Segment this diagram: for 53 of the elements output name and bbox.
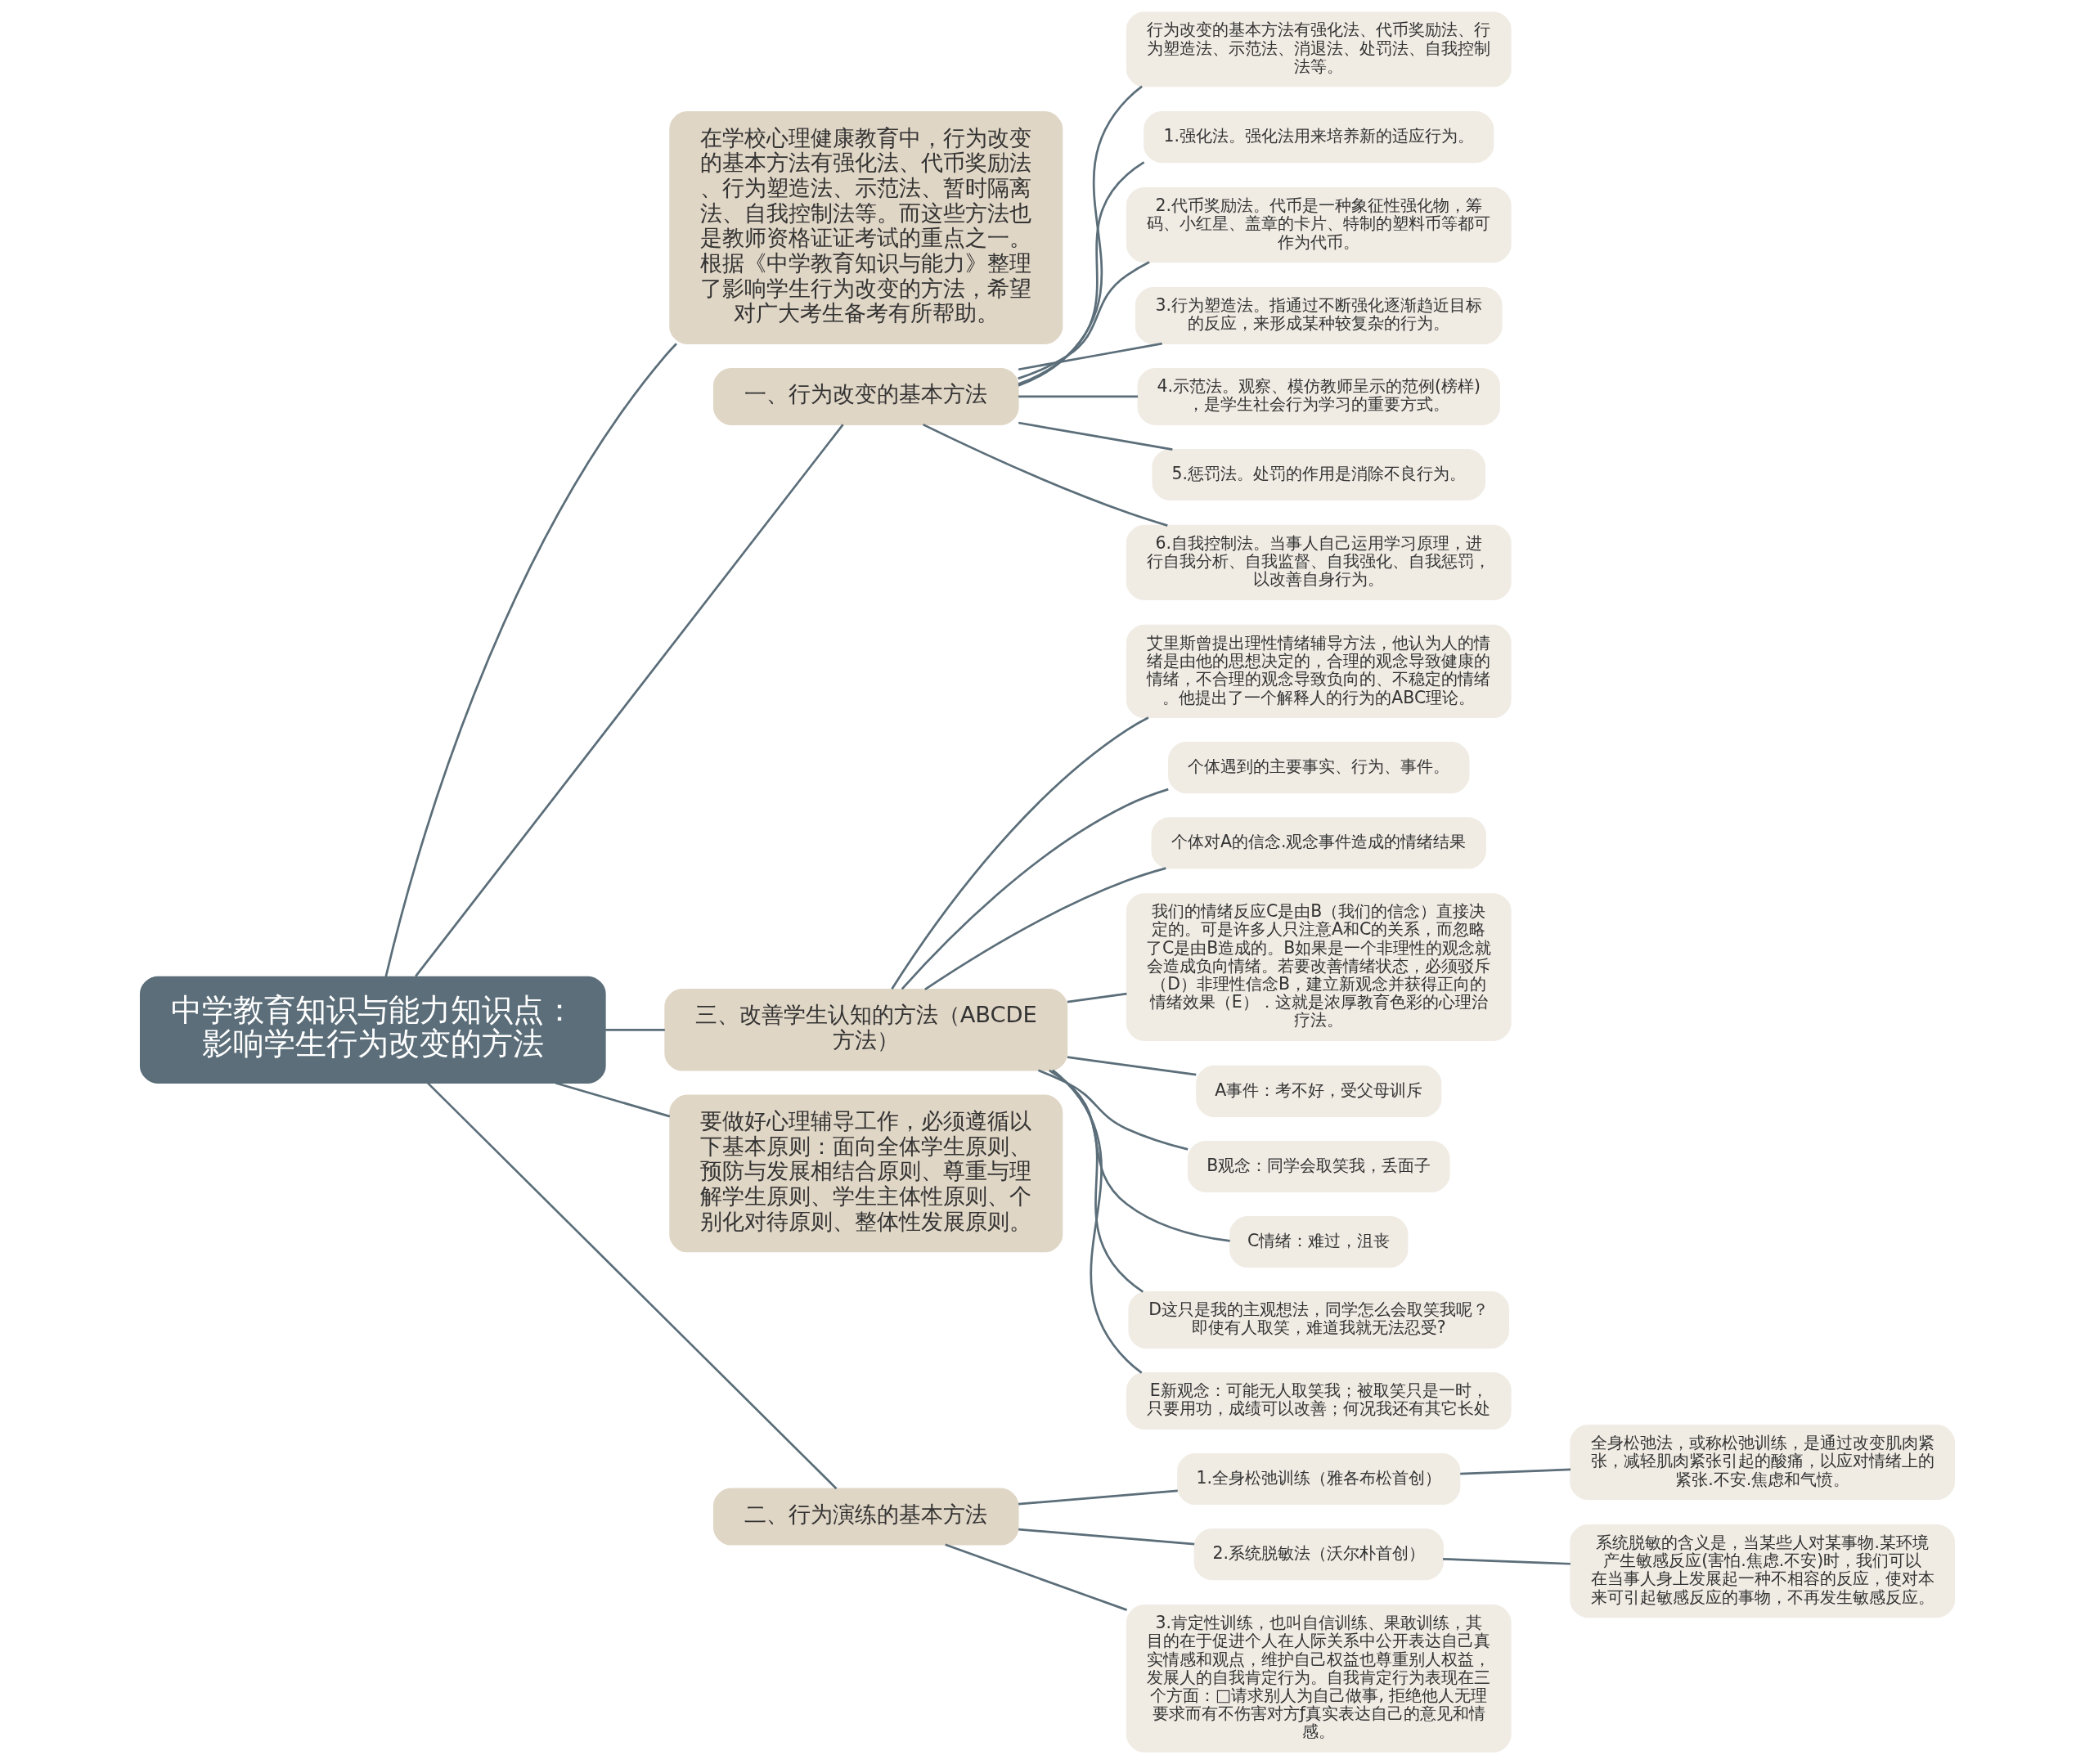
node-box: D这只是我的主观想法，同学怎么会取笑我呢？即使有人取笑，难道我就无法忍受? bbox=[1127, 1291, 1509, 1349]
node-box: 要做好心理辅导工作，必须遵循以下基本原则：面向全体学生原则、预防与发展相结合原则、尊重与理解学生原则、学生主体性原则、个别化对待原则、整体性发展原则。 bbox=[668, 1094, 1063, 1253]
connector bbox=[1037, 1069, 1188, 1151]
connector bbox=[1067, 992, 1127, 1003]
node-box: 艾里斯曾提出理性情绪辅导方法，他认为人的情绪是由他的思想决定的，合理的观念导致健康的情绪，不合理的观念导致负向的、不稳定的情绪。他提出了一个解释人的行为的ABC理论。 bbox=[1126, 624, 1512, 719]
node-box: 系统脱敏的含义是，当某些人对某事物.某环境产生敏感反应(害怕.焦虑.不安)时，我们可以在当事人身上发展起一种不相容的反应，使对本来可引起敏感反应的事物，不再发生敏感反应。 bbox=[1569, 1524, 1955, 1618]
node-box: 2.代币奖励法。代币是一种象征性强化物，筹码、小红星、盖章的卡片、特制的塑料币等都可作为代币。 bbox=[1126, 187, 1512, 263]
connector bbox=[922, 423, 1168, 527]
connector bbox=[414, 424, 844, 977]
connector bbox=[1067, 1056, 1196, 1076]
connector bbox=[1018, 1528, 1194, 1546]
node-box: 3.肯定性训练，也叫自信训练、果敢训练，其目的在于促进个人在人际关系中公开表达自己真实情感和观点，维护自己权益也尊重别人权益，发展人的自我肯定行为。自我肯定行为表现在三个方面：□请求别人为自己做事, 拒绝他人无理要求而有不伤害对方ƒ真实表达自己的意见和情感。 bbox=[1126, 1605, 1512, 1753]
connector bbox=[1048, 1069, 1230, 1242]
node-box: 3.行为塑造法。指通过不断强化逐渐趋近目标的反应，来形成某种较复杂的行为。 bbox=[1135, 287, 1503, 344]
node-box: 个体遇到的主要事实、行为、事件。 bbox=[1167, 742, 1469, 794]
node-box: 我们的情绪反应C是由B（我们的信念）直接决定的。可是许多人只注意A和C的关系，而忽略了C是由B造成的。B如果是一个非理性的观念就会造成负向情绪。若要改善情绪状态，必须驳斥（D）非理性信念B，建立新观念并获得正向的情绪效果（E）．这就是浓厚教育色彩的心理治疗法。 bbox=[1126, 893, 1512, 1041]
node-box: 行为改变的基本方法有强化法、代币奖励法、行为塑造法、示范法、消退法、处罚法、自我控制法等。 bbox=[1126, 11, 1512, 88]
connector bbox=[1018, 395, 1138, 398]
node-box: 中学教育知识与能力知识点：影响学生行为改变的方法 bbox=[139, 976, 606, 1084]
connector bbox=[944, 1543, 1127, 1611]
connector bbox=[901, 788, 1169, 990]
node-box: 4.示范法。观察、模仿教师呈示的范例(榜样)，是学生社会行为学习的重要方式。 bbox=[1137, 367, 1500, 425]
node-box: 1.全身松弛训练（雅各布松首创） bbox=[1176, 1452, 1460, 1506]
connector bbox=[1050, 1069, 1144, 1293]
connector bbox=[1018, 1489, 1178, 1506]
connector bbox=[1017, 261, 1150, 380]
node-box: 6.自我控制法。当事人自己运用学习原理，进行自我分析、自我监督、自我强化、自我惩罚，以改善自身行为。 bbox=[1126, 524, 1512, 600]
node-box: 三、改善学生认知的方法（ABCDE方法） bbox=[663, 989, 1067, 1071]
connector bbox=[923, 867, 1166, 990]
connector bbox=[1018, 161, 1144, 385]
node-box: 个体对A的信念.观念事件造成的情绪结果 bbox=[1151, 817, 1486, 869]
connector bbox=[1442, 1557, 1570, 1565]
node-box: 全身松弛法，或称松弛训练，是通过改变肌肉紧张，减轻肌肉紧张引起的酸痛，以应对情绪上的紧张.不安.焦虑和气愤。 bbox=[1569, 1425, 1955, 1501]
connector bbox=[555, 1081, 670, 1118]
connector bbox=[426, 1082, 837, 1490]
connector bbox=[1018, 85, 1143, 387]
node-box: 1.强化法。强化法用来培养新的适应行为。 bbox=[1143, 111, 1494, 164]
node-box: 5.惩罚法。处罚的作用是消除不良行为。 bbox=[1151, 448, 1485, 500]
connector bbox=[890, 716, 1148, 990]
node-box: E新观念：可能无人取笑我；被取笑只是一时，只要用功，成绩可以改善；何况我还有其它长处 bbox=[1126, 1372, 1512, 1430]
connector bbox=[604, 1028, 665, 1031]
node-box: 二、行为演练的基本方法 bbox=[712, 1488, 1019, 1546]
connector bbox=[1459, 1468, 1570, 1475]
connector bbox=[384, 343, 677, 977]
connector bbox=[1018, 421, 1173, 451]
node-box: 一、行为改变的基本方法 bbox=[712, 367, 1019, 425]
node-box: 2.系统脱敏法（沃尔朴首创） bbox=[1193, 1528, 1444, 1581]
node-box: B观念：同学会取笑我，丢面子 bbox=[1187, 1140, 1450, 1192]
connector bbox=[1018, 342, 1162, 371]
node-box: A事件：考不好，受父母训斥 bbox=[1195, 1065, 1441, 1117]
connector bbox=[1052, 1069, 1142, 1374]
node-box: C情绪：难过，沮丧 bbox=[1229, 1216, 1408, 1268]
node-box: 在学校心理健康教育中，行为改变的基本方法有强化法、代币奖励法、行为塑造法、示范法、暂时隔离法、自我控制法等。而这些方法也是教师资格证证考试的重点之一。根据《中学教育知识与能力》整理了影响学生行为改变的方法，希望对广大考生备考有所帮助。 bbox=[668, 111, 1063, 344]
